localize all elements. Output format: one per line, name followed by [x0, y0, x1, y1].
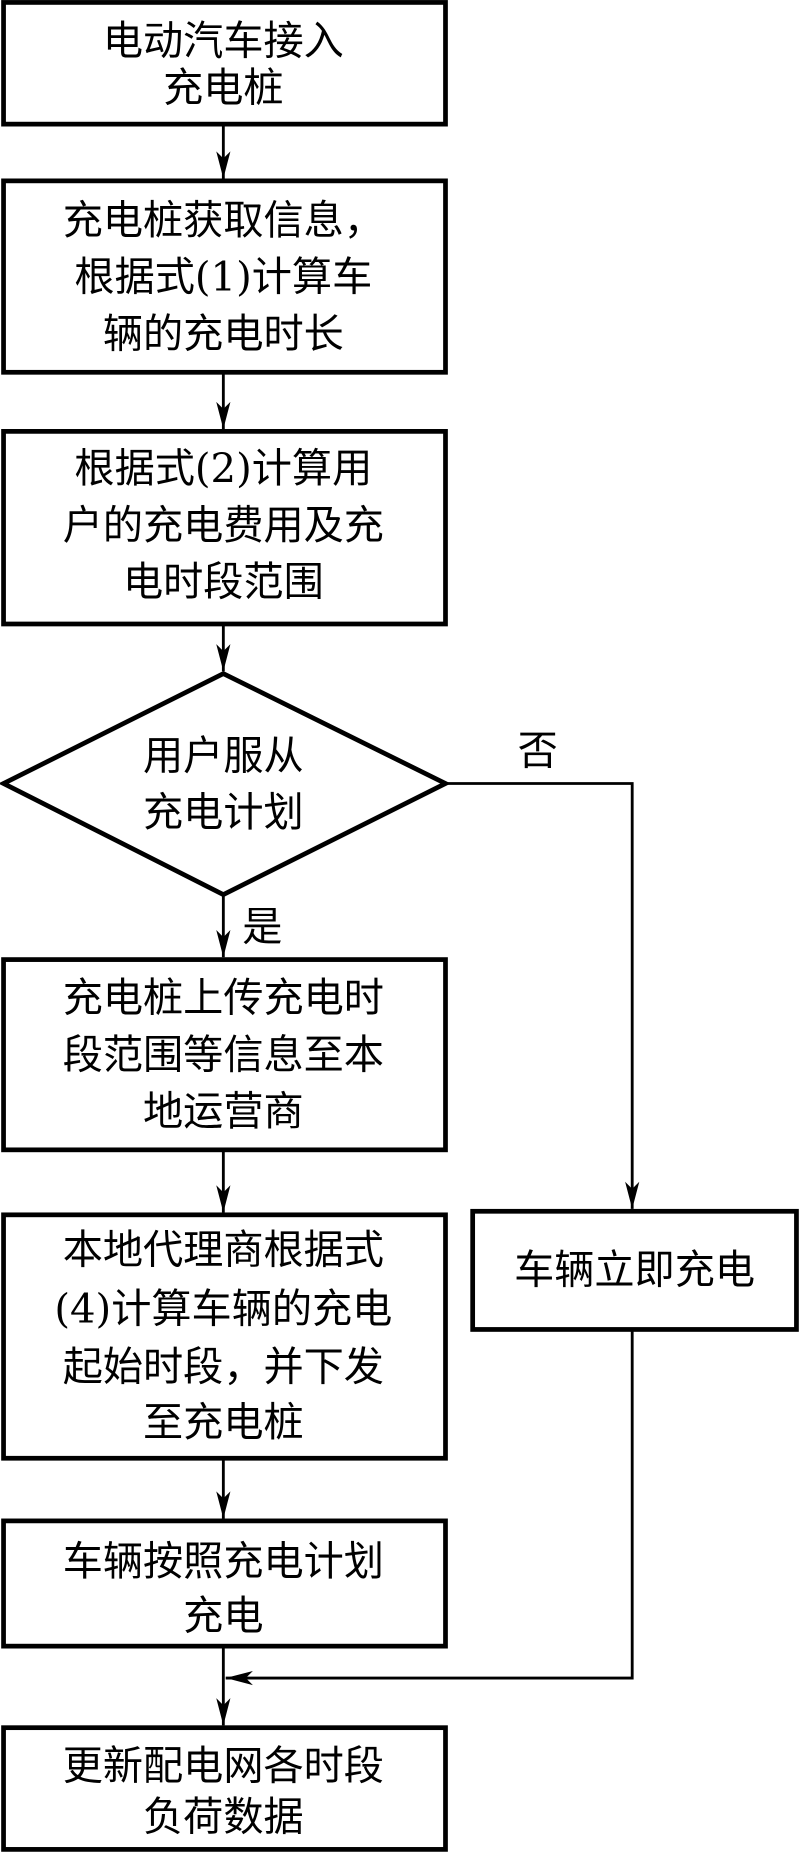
node-decision-line: 充电计划 — [143, 790, 304, 836]
arrowhead-icon — [216, 930, 231, 958]
arrowhead-icon — [216, 151, 231, 179]
arrowhead-icon — [216, 1698, 231, 1726]
arrowhead-icon — [216, 644, 231, 672]
node-duration-text: 充电桩获取信息， 根据式(1)计算车 辆的充电时长 — [63, 198, 384, 357]
arrowhead-icon — [216, 1185, 231, 1213]
node-cost-text: 根据式(2)计算用 户的充电费用及充 电时段范围 — [63, 446, 384, 605]
edge-label-yes: 是 — [242, 905, 282, 951]
node-agent-line: 起始时段，并下发 — [63, 1344, 384, 1390]
edge-immediate-update — [225, 1329, 634, 1680]
node-connect-line: 电动汽车接入 — [103, 18, 344, 64]
node-duration-line: 辆的充电时长 — [103, 311, 344, 357]
node-cost-line: 根据式(2)计算用 — [74, 446, 372, 492]
node-cost-line: 电时段范围 — [123, 560, 324, 606]
node-planned-text: 车辆按照充电计划 充电 — [63, 1539, 384, 1639]
node-duration-box — [1, 178, 448, 375]
node-update-text: 更新配电网各时段 负荷数据 — [63, 1744, 384, 1841]
node-immediate-text: 车辆立即充电 — [514, 1247, 755, 1293]
node-update-line: 负荷数据 — [143, 1794, 304, 1840]
node-immediate-line: 车辆立即充电 — [514, 1247, 755, 1293]
node-connect-line: 充电桩 — [163, 66, 283, 112]
arrowhead-icon — [216, 1491, 231, 1519]
node-connect-text: 电动汽车接入 充电桩 — [103, 18, 344, 111]
node-upload-line: 充电桩上传充电时 — [63, 976, 384, 1022]
node-upload-line: 段范围等信息至本 — [63, 1032, 384, 1078]
node-immediate-box — [470, 1208, 799, 1332]
node-upload-text: 充电桩上传充电时 段范围等信息至本 地运营商 — [63, 976, 384, 1135]
arrowhead-icon — [625, 1181, 640, 1209]
node-agent-text: 本地代理商根据式 (4)计算车辆的充电 起始时段，并下发 至充电桩 — [54, 1227, 392, 1446]
node-update-box — [1, 1725, 448, 1852]
node-upload-line: 地运营商 — [143, 1089, 304, 1135]
node-cost-box — [1, 429, 448, 627]
node-duration-line: 根据式(1)计算车 — [74, 255, 372, 301]
node-agent-line: 本地代理商根据式 — [63, 1227, 384, 1273]
node-decision-line: 用户服从 — [143, 733, 304, 779]
connectors — [216, 124, 640, 1726]
edge-label-no: 否 — [518, 729, 558, 775]
node-planned-line: 充电 — [183, 1594, 263, 1640]
node-decision-text: 用户服从 充电计划 — [143, 733, 304, 836]
arrowhead-icon — [216, 401, 231, 430]
node-agent-line: 至充电桩 — [143, 1400, 304, 1446]
node-planned-line: 车辆按照充电计划 — [63, 1539, 384, 1585]
arrowhead-icon — [225, 1670, 253, 1686]
node-connect-box — [1, 0, 448, 127]
node-update-line: 更新配电网各时段 — [63, 1744, 384, 1790]
node-duration-line: 充电桩获取信息， — [63, 198, 384, 244]
node-decision-diamond — [0, 670, 451, 898]
node-upload-box — [1, 957, 448, 1153]
edge-decision-immediate — [445, 782, 634, 1209]
node-cost-line: 户的充电费用及充 — [63, 503, 384, 549]
node-agent-line: (4)计算车辆的充电 — [54, 1286, 392, 1332]
